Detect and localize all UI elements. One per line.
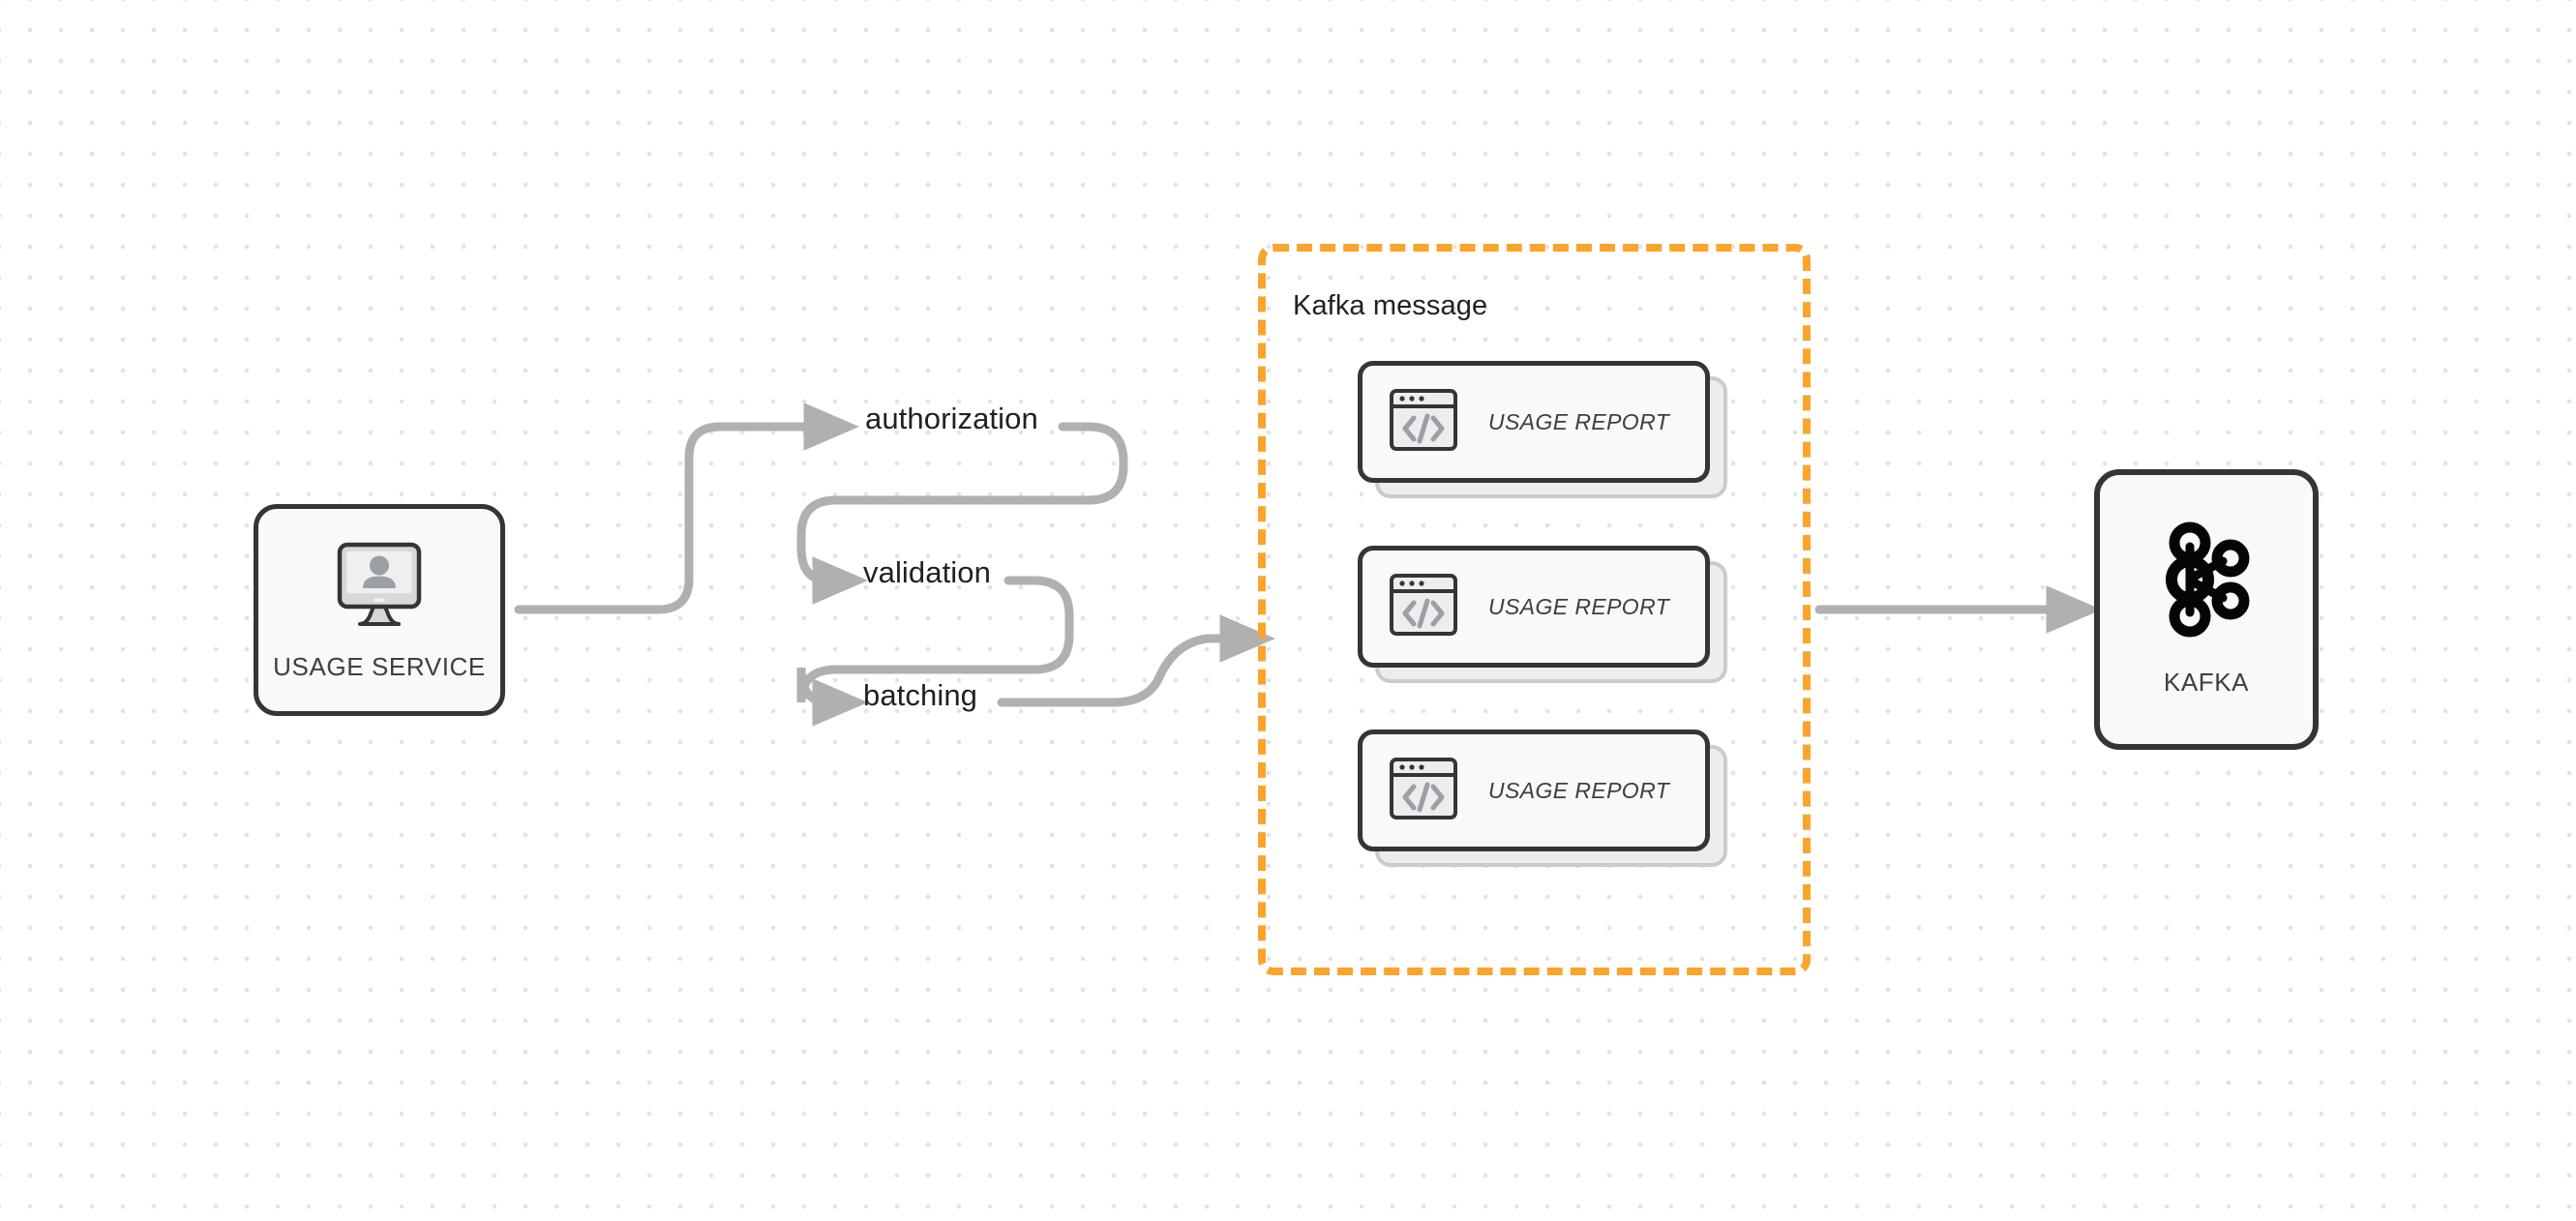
edge-usage-service-to-authorization xyxy=(514,402,859,614)
node-kafka[interactable]: KAFKA xyxy=(2094,469,2319,750)
group-kafka-message[interactable] xyxy=(1258,244,1811,975)
monitor-user-icon xyxy=(331,539,428,637)
group-kafka-message-title: Kafka message xyxy=(1293,290,1488,321)
node-kafka-label: KAFKA xyxy=(2163,668,2250,697)
node-usage-service[interactable]: USAGE SERVICE xyxy=(254,504,505,716)
usage-report-card-label: USAGE REPORT xyxy=(1488,777,1670,803)
step-label-validation[interactable]: validation xyxy=(863,555,991,589)
edge-validation-to-batching xyxy=(796,576,1074,727)
usage-report-card-label: USAGE REPORT xyxy=(1488,408,1670,434)
usage-report-card[interactable]: USAGE REPORT xyxy=(1358,730,1727,867)
kafka-logo-icon xyxy=(2155,521,2258,642)
node-usage-service-label: USAGE SERVICE xyxy=(273,651,486,681)
edge-batching-to-kafka-message xyxy=(997,614,1275,707)
card-front: USAGE REPORT xyxy=(1358,361,1710,483)
edge-authorization-to-validation xyxy=(796,422,1128,605)
code-window-icon xyxy=(1389,570,1458,644)
code-window-icon xyxy=(1389,754,1458,828)
step-label-authorization[interactable]: authorization xyxy=(865,402,1038,435)
usage-report-card-label: USAGE REPORT xyxy=(1488,593,1670,619)
usage-report-card[interactable]: USAGE REPORT xyxy=(1358,361,1727,498)
card-front: USAGE REPORT xyxy=(1358,546,1710,668)
code-window-icon xyxy=(1389,385,1458,460)
usage-report-card[interactable]: USAGE REPORT xyxy=(1358,546,1727,683)
step-label-batching[interactable]: batching xyxy=(863,678,978,712)
card-front: USAGE REPORT xyxy=(1358,730,1710,851)
